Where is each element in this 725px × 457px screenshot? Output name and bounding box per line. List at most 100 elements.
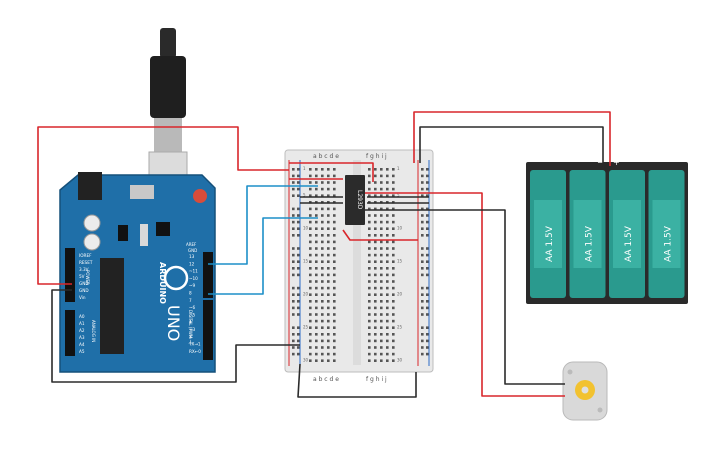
breadboard-hole [386, 326, 389, 329]
rail-hole [292, 273, 295, 277]
breadboard-hole [392, 339, 395, 343]
label-digital: DIGITAL (PWM ~) [188, 310, 193, 345]
rail-hole [297, 273, 300, 277]
battery-cell-label: AA 1.5V [664, 225, 674, 262]
rail-hole [297, 187, 300, 191]
breadboard-hole [327, 313, 330, 316]
breadboard-hole [380, 234, 383, 237]
breadboard-hole [321, 273, 324, 277]
rail-hole [292, 326, 295, 329]
breadboard-hole [380, 280, 383, 283]
breadboard-hole [309, 286, 312, 290]
rail-hole [292, 247, 295, 250]
breadboard-hole [392, 346, 395, 349]
l293d-chip[interactable]: L293D [345, 175, 365, 225]
breadboard-hole [380, 253, 383, 257]
analog-pin-label: A3 [79, 335, 85, 340]
rail-hole [297, 300, 300, 303]
breadboard-hole [315, 207, 318, 211]
breadboard-hole [327, 234, 330, 237]
breadboard-hole [374, 227, 377, 230]
digital-pin-label: ~9 [189, 283, 196, 288]
breadboard-hole [309, 227, 312, 230]
breadboard-hole [333, 280, 336, 283]
rail-hole [292, 286, 295, 290]
breadboard-hole [386, 220, 389, 224]
breadboard-hole [315, 227, 318, 230]
breadboard-hole [392, 359, 395, 362]
breadboard-hole [368, 214, 371, 217]
power-pin-label: GND [79, 281, 89, 286]
rail-hole [421, 267, 424, 270]
breadboard-hole [321, 267, 324, 270]
rail-hole [292, 352, 295, 356]
breadboard-hole [392, 286, 395, 290]
breadboard-hole [315, 181, 318, 184]
breadboard-hole [386, 300, 389, 303]
breadboard-hole [321, 181, 324, 184]
breadboard-hole [374, 240, 377, 244]
breadboard-hole [309, 214, 312, 217]
breadboard-hole [392, 300, 395, 303]
breadboard-hole [327, 214, 330, 217]
breadboard-hole [333, 168, 336, 171]
battery-cell-label: AA 1.5V [585, 225, 595, 262]
digital-pin-label: 4 [189, 320, 192, 325]
breadboard-hole [374, 253, 377, 257]
analog-pin-label: A0 [79, 314, 85, 319]
wire-jumper-red-3 [342, 229, 418, 241]
breadboard-hole [315, 220, 318, 224]
rail-hole [426, 181, 429, 184]
breadboard-hole [368, 220, 371, 224]
rail-hole [297, 313, 300, 316]
battery-cell-label: AA 1.5V [624, 225, 634, 262]
rail-hole [297, 227, 300, 230]
rail-hole [297, 346, 300, 349]
breadboard-hole [368, 280, 371, 283]
wire-motor-red [365, 192, 565, 397]
battery-minus-label: − [597, 158, 604, 167]
dc-motor[interactable] [562, 361, 608, 421]
rail-hole [297, 267, 300, 270]
breadboard-hole [392, 207, 395, 211]
breadboard-hole [321, 339, 324, 343]
breadboard-hole [374, 260, 377, 263]
breadboard-hole [315, 267, 318, 270]
digital-pin-label: ~5 [189, 312, 196, 317]
breadboard-hole [309, 319, 312, 323]
digital-pin-label: ~3 [189, 327, 196, 332]
breadboard-hole [380, 174, 383, 178]
battery-cell-band [534, 200, 562, 268]
arduino-board[interactable]: ARDUINO UNO AREF GND DIGITAL (PWM ~) POW… [59, 172, 216, 373]
rail-hole [426, 247, 429, 250]
breadboard-hole [309, 260, 312, 263]
breadboard-hole [321, 352, 324, 356]
breadboard-hole [380, 346, 383, 349]
digital-pin-label: RX←0 [189, 349, 201, 354]
breadboard-hole [380, 359, 383, 362]
reset-button[interactable] [193, 189, 207, 203]
rail-hole [426, 286, 429, 290]
breadboard[interactable]: a b c d e f g h i j a b c d e f g h i j … [284, 149, 434, 383]
breadboard-hole [333, 247, 336, 250]
wire-jumper-red-1 [289, 162, 374, 182]
breadboard-hole [374, 187, 377, 191]
breadboard-hole [380, 181, 383, 184]
breadboard-columns-left: a b c d e [313, 153, 339, 160]
breadboard-hole [368, 234, 371, 237]
breadboard-hole [327, 286, 330, 290]
battery-cell-band [613, 200, 641, 268]
breadboard-hole [380, 273, 383, 277]
rail-hole [292, 174, 295, 178]
breadboard-hole [327, 333, 330, 336]
breadboard-hole [386, 234, 389, 237]
breadboard-hole [321, 319, 324, 323]
breadboard-hole [374, 181, 377, 184]
rail-hole [426, 174, 429, 178]
rail-hole [292, 220, 295, 224]
breadboard-hole [368, 247, 371, 250]
